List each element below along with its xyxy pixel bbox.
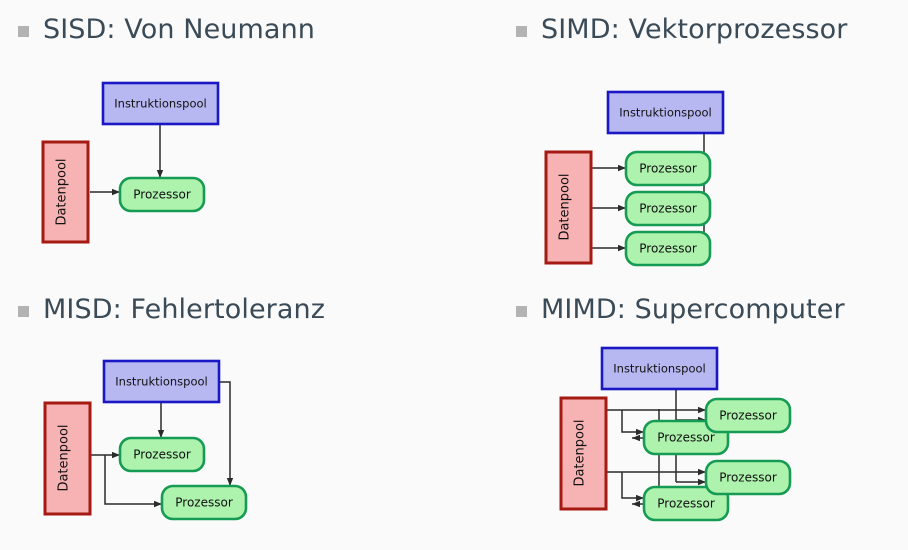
node-datenpool: Datenpool	[559, 396, 608, 511]
node-datenpool: Datenpool	[544, 150, 593, 265]
node-label: Prozessor	[719, 409, 777, 423]
bullet-square-icon	[516, 305, 527, 317]
quadrant-misd: MISD: Fehlertoleranz Instruktionspool Da…	[0, 280, 454, 550]
node-datenpool: Datenpool	[43, 401, 92, 516]
node-label: Prozessor	[657, 497, 715, 511]
node-label: Prozessor	[175, 496, 233, 510]
node-prozessor-right-1: Prozessor	[704, 397, 792, 434]
heading-simd: SIMD: Vektorprozessor	[454, 0, 908, 58]
diagram-sisd: Instruktionspool Datenpool Prozessor	[41, 81, 220, 244]
bullet-square-icon	[516, 25, 527, 37]
heading-label: MIMD: Supercomputer	[541, 293, 845, 325]
node-label: Datenpool	[55, 158, 70, 225]
node-prozessor-3: Prozessor	[624, 230, 712, 267]
quadrant-mimd: MIMD: Supercomputer Instruktionspool	[454, 280, 908, 550]
node-label: Prozessor	[639, 162, 697, 176]
bullet-square-icon	[18, 305, 29, 317]
node-prozessor-1: Prozessor	[624, 150, 712, 187]
node-prozessor-2: Prozessor	[624, 190, 712, 227]
node-label: Datenpool	[558, 173, 573, 240]
node-prozessor-right-2: Prozessor	[704, 459, 792, 496]
wire-data-to-processor-2	[104, 455, 162, 508]
node-label: Prozessor	[719, 471, 777, 485]
node-prozessor-2: Prozessor	[160, 484, 248, 521]
node-label: Prozessor	[657, 431, 715, 445]
node-prozessor-left-2: Prozessor	[642, 485, 730, 522]
node-instruktionspool: Instruktionspool	[101, 81, 220, 126]
heading-label: MISD: Fehlertoleranz	[43, 293, 326, 325]
diagram-mimd: Instruktionspool Datenpool Prozessor Pro…	[559, 346, 792, 522]
node-label: Instruktionspool	[613, 362, 705, 376]
node-instruktionspool: Instruktionspool	[102, 359, 221, 404]
node-label: Prozessor	[133, 188, 191, 202]
node-label: Instruktionspool	[619, 106, 711, 120]
node-label: Prozessor	[639, 202, 697, 216]
heading-label: SIMD: Vektorprozessor	[541, 13, 848, 45]
node-datenpool: Datenpool	[41, 140, 90, 244]
node-label: Prozessor	[639, 242, 697, 256]
node-prozessor: Prozessor	[118, 176, 206, 213]
heading-mimd: MIMD: Supercomputer	[454, 280, 908, 338]
node-instruktionspool: Instruktionspool	[600, 346, 719, 391]
heading-label: SISD: Von Neumann	[43, 13, 315, 45]
wire-data-to-processor-left-1	[621, 410, 644, 436]
bullet-square-icon	[18, 25, 29, 37]
node-prozessor-left-1: Prozessor	[642, 419, 730, 456]
node-label: Instruktionspool	[115, 375, 207, 389]
quadrant-simd: SIMD: Vektorprozessor Instruktionspool D…	[454, 0, 908, 270]
diagram-simd: Instruktionspool Datenpool Prozessor Pro…	[544, 90, 725, 267]
wire-instruction-to-processor-2	[218, 381, 234, 486]
node-label: Datenpool	[57, 424, 72, 491]
node-label: Prozessor	[133, 448, 191, 462]
node-instruktionspool: Instruktionspool	[606, 90, 725, 135]
node-prozessor-1: Prozessor	[118, 436, 206, 473]
quadrant-sisd: SISD: Von Neumann Instruktionspool Daten…	[0, 0, 454, 270]
wire-data-to-processor-left-2	[621, 472, 644, 502]
heading-sisd: SISD: Von Neumann	[0, 0, 454, 58]
diagram-misd: Instruktionspool Datenpool Prozessor Pro…	[43, 359, 248, 521]
heading-misd: MISD: Fehlertoleranz	[0, 280, 454, 338]
node-label: Datenpool	[573, 419, 588, 486]
node-label: Instruktionspool	[114, 97, 206, 111]
